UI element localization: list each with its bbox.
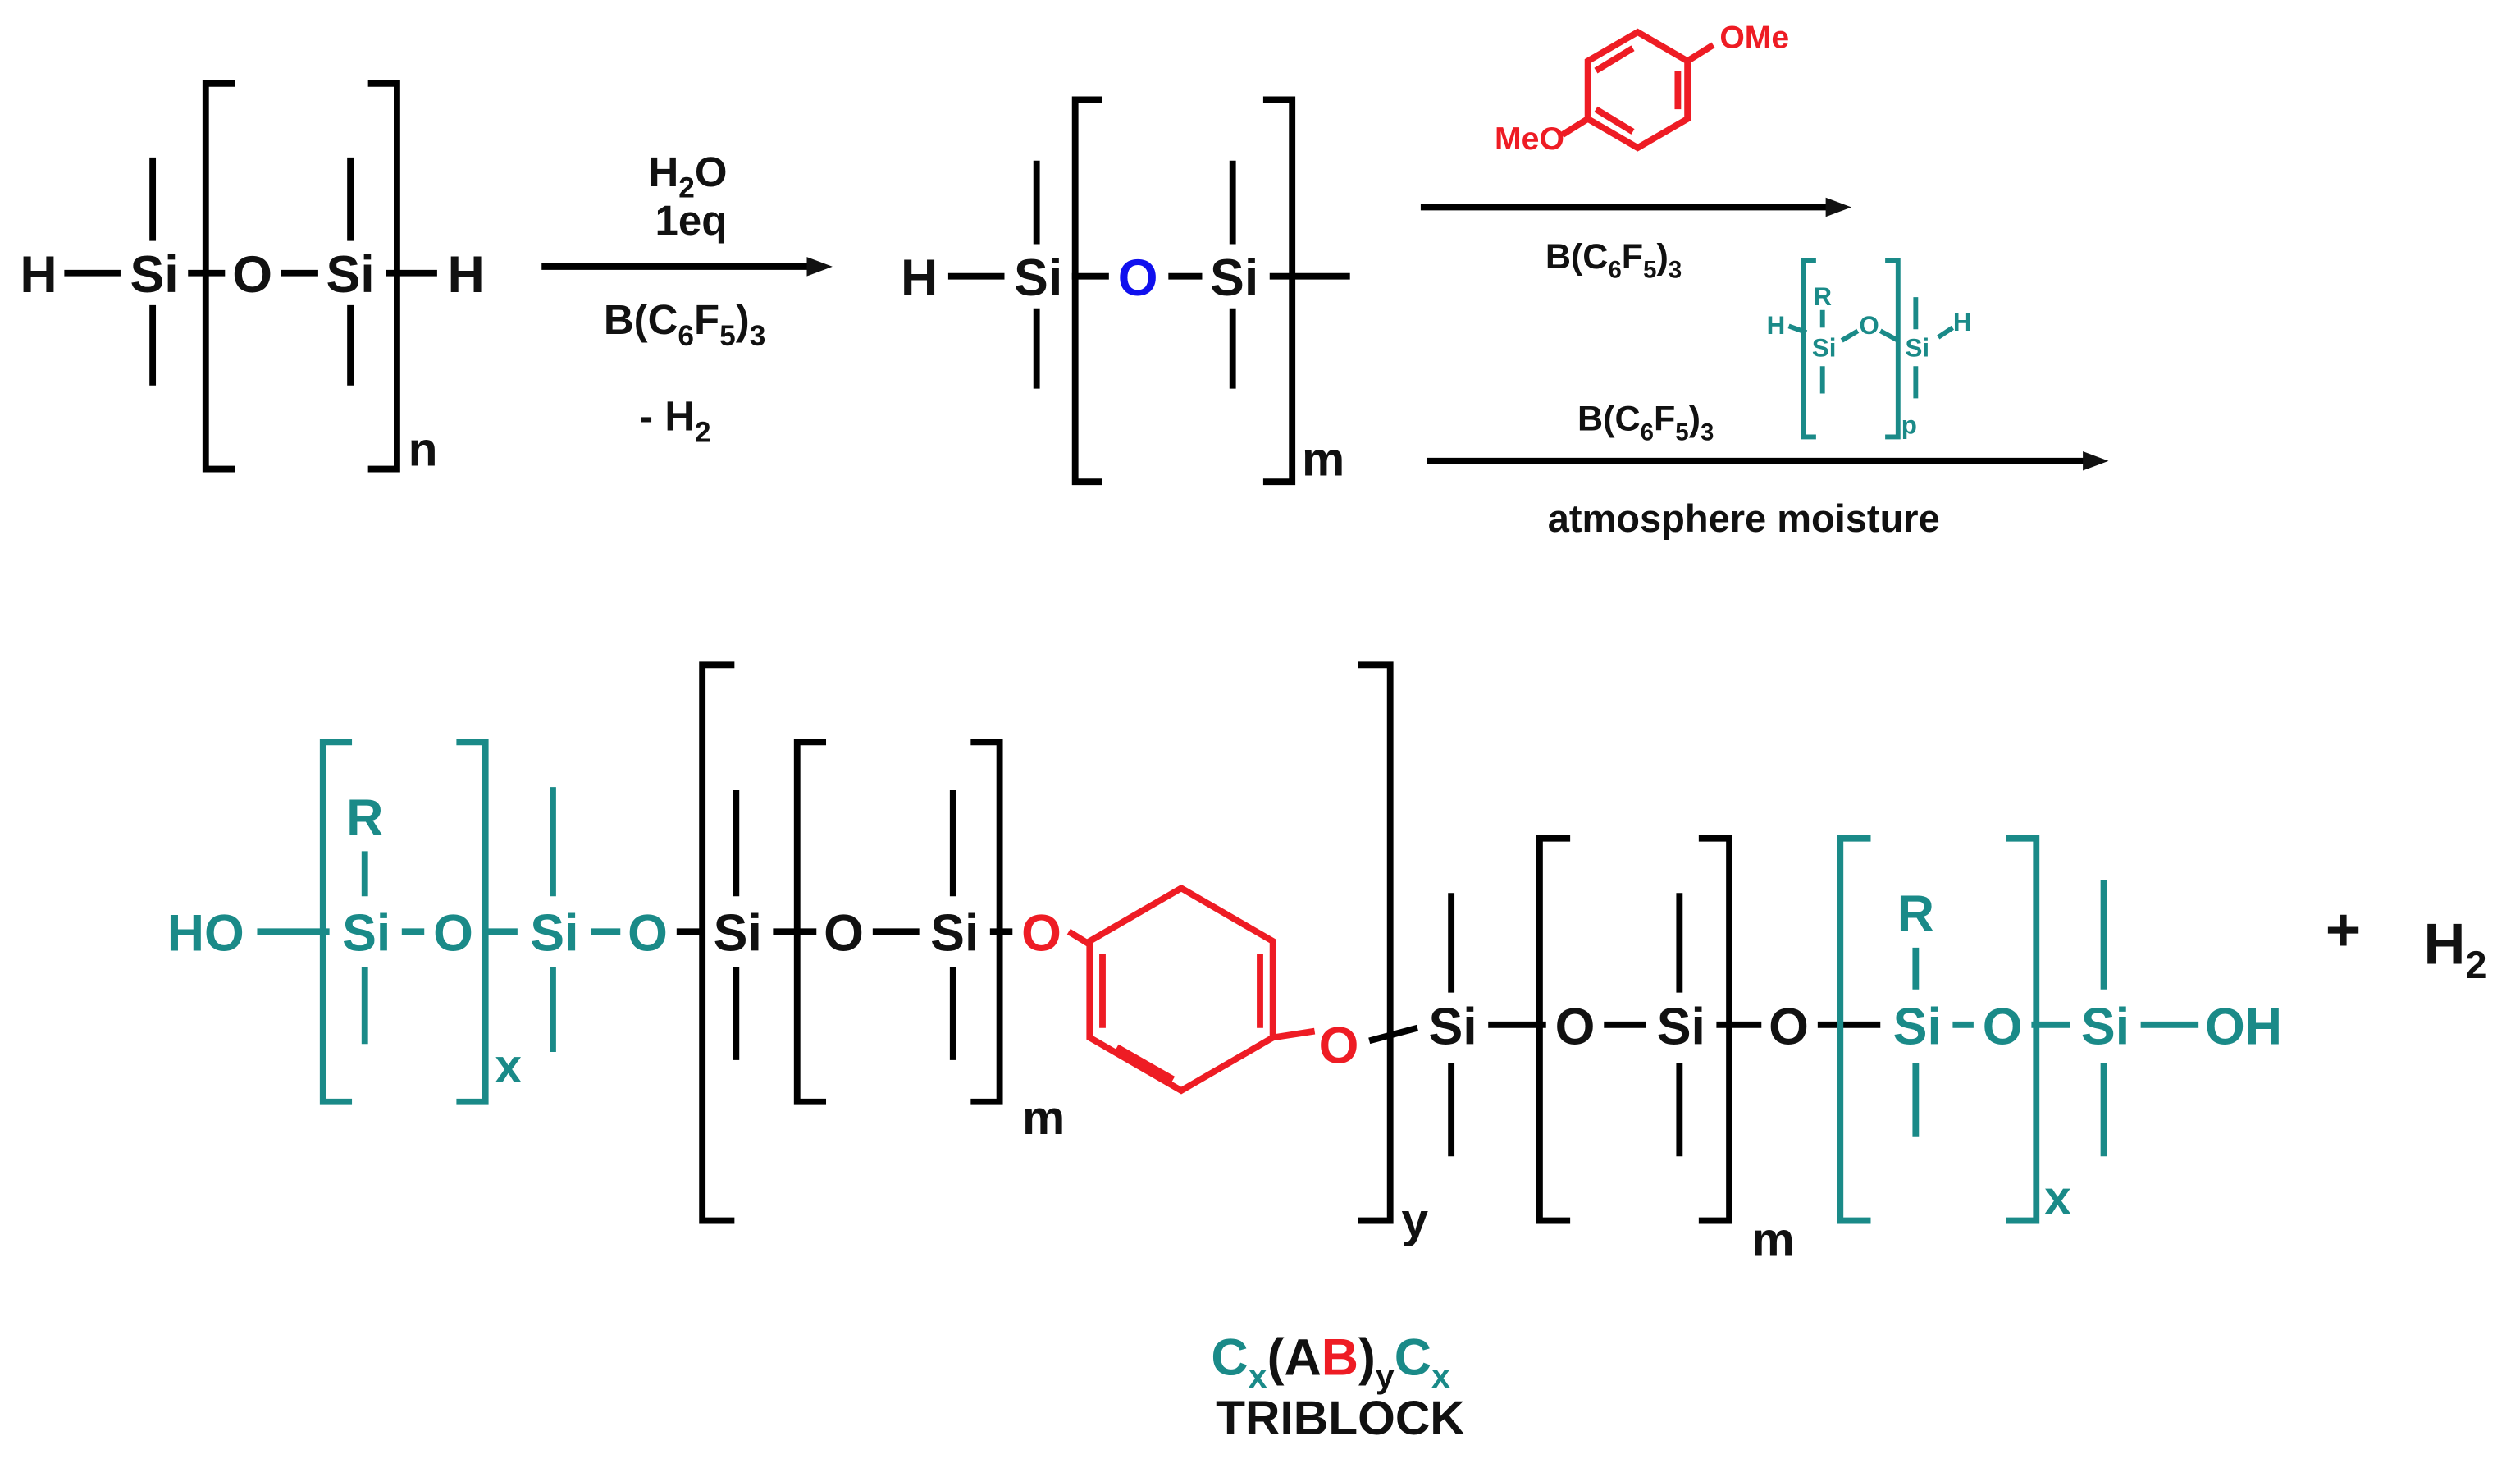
product-si-left-2: Si <box>530 905 578 963</box>
reactant-o: O <box>232 246 272 304</box>
intermediate-subscript-m: m <box>1302 432 1344 486</box>
reaction-arrow-1 <box>541 257 833 277</box>
intermediate-si-2: Si <box>1210 249 1258 307</box>
product-o-red-2: O <box>1319 1018 1359 1075</box>
product-y-bracket-open <box>699 661 735 1224</box>
product-y-bracket-close <box>1358 661 1394 1224</box>
product-subscript-m-right: m <box>1752 1214 1795 1267</box>
product-right-teal-bracket-open <box>1837 835 1871 1224</box>
dimethoxybenzene-structure: OMe MeO <box>1495 21 1789 157</box>
product-r-left: R <box>346 789 383 847</box>
step3-catalyst: B(C6F5)3 <box>1577 400 1714 446</box>
intermediate-siloxane: H Si O Si m <box>901 96 1350 486</box>
reagent-si-1: Si <box>1812 334 1837 363</box>
product-ho: HO <box>167 905 244 963</box>
meo-bottom: MeO <box>1495 121 1564 157</box>
product-left-bracket-open <box>319 739 353 1105</box>
product-right-bracket-open <box>1536 835 1571 1224</box>
teal-siloxane-reagent: H R Si O Si H p <box>1767 258 1972 440</box>
product-inner-bracket-open <box>793 739 827 1105</box>
product-subscript-m-center: m <box>1022 1091 1065 1145</box>
product-left-bracket-close <box>456 739 489 1105</box>
reagent-o: O <box>1859 311 1879 340</box>
product-oh: OH <box>2205 998 2282 1055</box>
product-o-right-1: O <box>1555 998 1596 1055</box>
reactant-bracket-right <box>368 80 400 473</box>
product-inner-bracket-close <box>970 739 1003 1105</box>
step1-equiv: 1eq <box>655 197 728 244</box>
step3-condition: atmosphere moisture <box>1548 496 1940 540</box>
product-plus: + <box>2326 896 2361 964</box>
reactant-h-left: H <box>20 246 57 304</box>
reactant-bracket-left <box>202 80 235 473</box>
reactant-hydride-siloxane: H Si O Si H n <box>20 80 485 477</box>
reagent-h-left: H <box>1767 311 1786 340</box>
reagent-bracket-left <box>1801 258 1816 440</box>
product-si-right-teal-1: Si <box>1893 998 1942 1055</box>
reagent-h-right: H <box>1953 308 1972 336</box>
product-central-ab-block: y Si O Si O m O <box>699 661 1428 1247</box>
product-o-right-2: O <box>1769 998 1809 1055</box>
reagent-bracket-right <box>1885 258 1901 440</box>
ome-top: OMe <box>1719 21 1789 56</box>
product-si-right-1: Si <box>1428 998 1477 1055</box>
product-o-left-1: O <box>433 905 473 963</box>
product-o-red-1: O <box>1021 905 1061 963</box>
step2-catalyst: B(C6F5)3 <box>1545 237 1682 284</box>
reaction-arrow-3 <box>1427 451 2109 471</box>
reaction-arrow-2 <box>1420 197 1851 217</box>
product-right-end-block: R Si O Si OH x <box>1837 835 2282 1225</box>
product-left-end-block: HO R Si O Si O x <box>167 739 705 1105</box>
step1-byproduct: - H2 <box>639 393 711 449</box>
product-subscript-x-left: x <box>495 1040 522 1093</box>
reactant-si-1: Si <box>130 246 178 304</box>
product-right-block: Si O Si O m <box>1368 835 1881 1267</box>
product-si-left-1: Si <box>342 905 390 963</box>
reagent-r: R <box>1813 282 1832 311</box>
product-si-center-2: Si <box>930 905 979 963</box>
product-o-left-2: O <box>628 905 668 963</box>
product-phenylene-ring <box>1086 884 1276 1095</box>
step1-water: H2O <box>649 149 728 204</box>
product-subscript-y: y <box>1401 1194 1428 1247</box>
step1-catalyst: B(C6F5)3 <box>604 296 765 352</box>
triblock-label: TRIBLOCK <box>1216 1392 1465 1445</box>
intermediate-o-blue: O <box>1118 249 1158 307</box>
triblock-formula: Cx(AB)yCx <box>1211 1329 1450 1396</box>
product-o-right-teal: O <box>1983 998 2023 1055</box>
product-r-right: R <box>1897 885 1934 943</box>
intermediate-h: H <box>901 249 938 307</box>
product-si-right-teal-2: Si <box>2081 998 2130 1055</box>
intermediate-bracket-left <box>1071 96 1102 486</box>
intermediate-bracket-right <box>1262 96 1296 486</box>
reactant-si-2: Si <box>326 246 374 304</box>
product-right-teal-bracket-close <box>2006 835 2040 1224</box>
reactant-subscript-n: n <box>409 423 438 477</box>
product-o-center: O <box>824 905 864 963</box>
product-subscript-x-right: x <box>2044 1172 2071 1225</box>
reagent-subscript-p: p <box>1901 410 1917 439</box>
reagent-si-2: Si <box>1905 334 1929 363</box>
step1-conditions: H2O 1eq B(C6F5)3 - H2 <box>604 149 765 448</box>
intermediate-si-1: Si <box>1014 249 1062 307</box>
product-right-bracket-close <box>1698 835 1732 1224</box>
product-h2: H2 <box>2423 911 2486 986</box>
product-si-right-2: Si <box>1657 998 1705 1055</box>
product-si-center-1: Si <box>714 905 762 963</box>
reactant-h-right: H <box>448 246 485 304</box>
